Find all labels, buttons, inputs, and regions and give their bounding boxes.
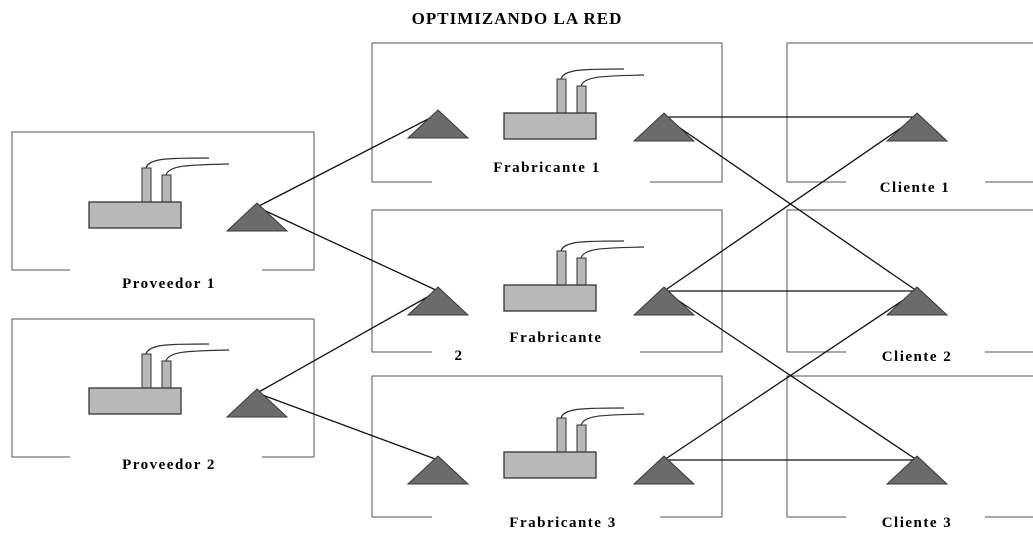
box-cliente-1 <box>786 42 1033 183</box>
edge-f2out-c1 <box>663 116 918 292</box>
box-proveedor-2 <box>11 318 315 458</box>
triangle-proveedor-1 <box>225 202 289 232</box>
label-cliente-2: Cliente 2 <box>882 349 953 365</box>
label-fabricante-1: Frabricante 1 <box>493 160 600 176</box>
edge-f3out-c2 <box>663 290 918 461</box>
triangle-fabricante-1-out <box>632 112 696 142</box>
edge-p1-f1in <box>256 113 439 208</box>
triangle-fabricante-2-in <box>406 286 470 316</box>
edge-p2-f2in <box>256 290 439 394</box>
diagram-title: OPTIMIZANDO LA RED <box>412 9 623 28</box>
edge-p1-f2in <box>256 206 439 292</box>
factory-icon-proveedor-2 <box>88 343 230 415</box>
triangle-cliente-3 <box>885 455 949 485</box>
triangle-fabricante-1-in <box>406 109 470 139</box>
triangle-proveedor-2 <box>225 388 289 418</box>
triangle-fabricante-3-in <box>406 455 470 485</box>
factory-icon-fabricante-1 <box>503 68 645 140</box>
label-cliente-3: Cliente 3 <box>882 515 953 531</box>
label-proveedor-1: Proveedor 1 <box>122 276 216 292</box>
box-cliente-2 <box>786 209 1033 353</box>
triangle-fabricante-3-out <box>632 455 696 485</box>
triangle-cliente-1 <box>885 112 949 142</box>
box-cliente-3 <box>786 375 1033 518</box>
label-fabricante-3: Frabricante 3 <box>509 515 616 531</box>
factory-icon-proveedor-1 <box>88 157 230 229</box>
label-fabricante-2: Frabricante <box>509 330 602 346</box>
box-fabricante-1 <box>371 42 723 183</box>
label-cliente-1: Cliente 1 <box>880 180 951 196</box>
box-proveedor-1 <box>11 131 315 271</box>
label-fabricante-2-number: 2 <box>455 348 464 364</box>
triangle-cliente-2 <box>885 286 949 316</box>
edge-p2-f3in <box>256 392 439 461</box>
box-fabricante-3 <box>371 375 723 518</box>
box-fabricante-2 <box>371 209 723 353</box>
connections <box>256 113 918 461</box>
factory-icon-fabricante-2 <box>503 240 645 312</box>
triangle-fabricante-2-out <box>632 286 696 316</box>
label-proveedor-2: Proveedor 2 <box>122 457 216 473</box>
factory-icon-fabricante-3 <box>503 407 645 479</box>
